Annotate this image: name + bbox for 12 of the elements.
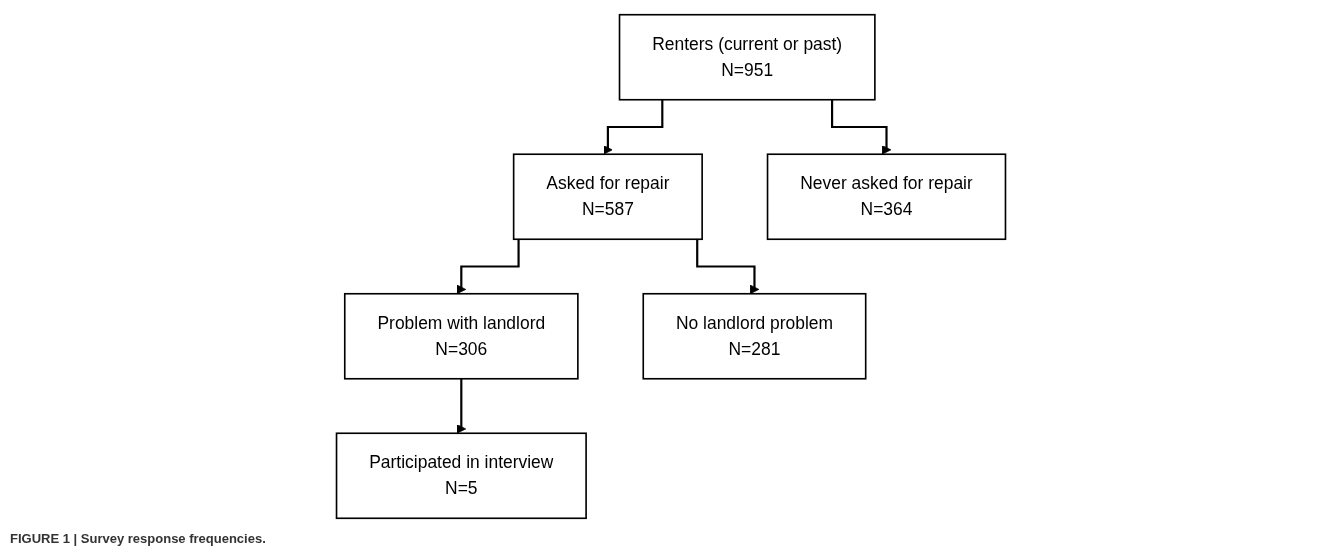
arrow	[831, 99, 892, 155]
node-box: Participated in interview N=5	[335, 432, 587, 520]
node-box: Renters (current or past) N=951	[618, 13, 876, 101]
node-box: Never asked for repair N=364	[766, 153, 1007, 241]
figure-caption: FIGURE 1 | Survey response frequencies.	[10, 530, 267, 548]
arrow	[456, 378, 467, 434]
node-box: Problem with landlord N=306	[343, 292, 579, 380]
arrow	[456, 239, 520, 295]
node-box: No landlord problem N=281	[642, 292, 867, 380]
node-box: Asked for repair N=587	[512, 153, 703, 241]
arrow	[696, 239, 760, 295]
arrow	[603, 99, 664, 155]
